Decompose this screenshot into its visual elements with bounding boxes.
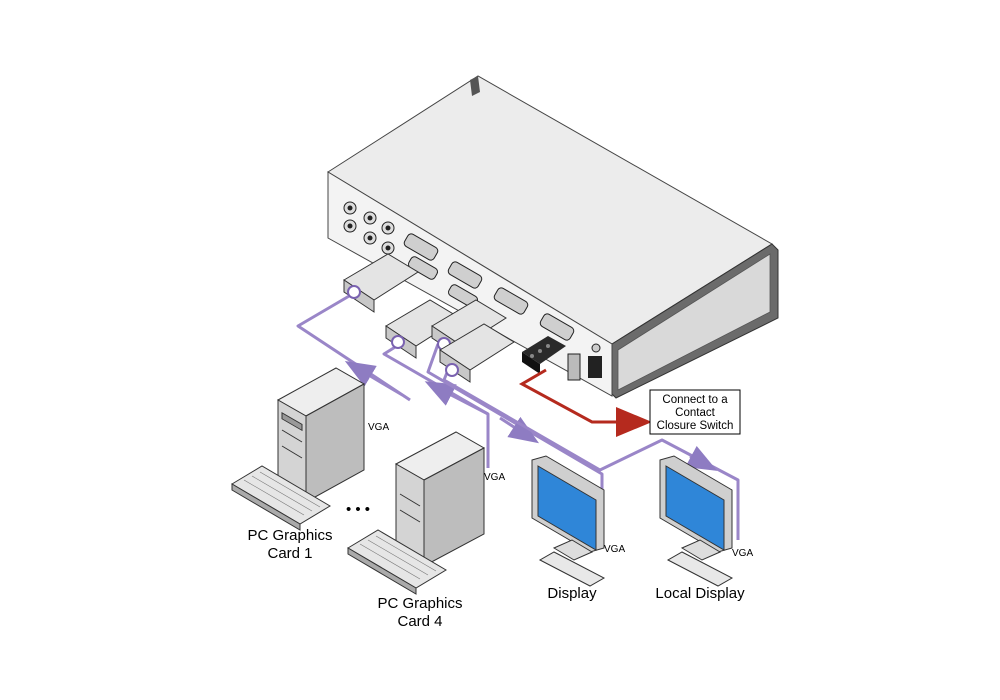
dip-switch-icon xyxy=(567,353,581,381)
vga-connector-icon xyxy=(343,253,515,383)
vga-label: VGA xyxy=(484,472,505,483)
keyboard-icon xyxy=(231,465,331,531)
callout-line-2: Contact xyxy=(675,407,715,419)
vga-label: VGA xyxy=(368,422,389,433)
contact-terminal-icon xyxy=(522,336,566,374)
pc4-label-line2: Card 4 xyxy=(397,613,442,630)
vga-ports xyxy=(403,233,575,341)
local-display-label: Local Display xyxy=(655,585,745,602)
display-label: Display xyxy=(547,585,597,602)
cable-local-display xyxy=(442,369,740,540)
crt-monitor-icon xyxy=(659,455,734,587)
audio-jacks xyxy=(343,201,395,255)
switcher-unit-icon xyxy=(327,75,779,399)
vga-label: VGA xyxy=(732,548,753,559)
tower-computer-icon xyxy=(394,431,486,567)
tower-computer-icon xyxy=(276,367,366,503)
pc1-label-line2: Card 1 xyxy=(267,545,312,562)
callout-line-3: Closure Switch xyxy=(657,420,734,432)
crt-monitor-icon xyxy=(531,455,606,587)
vga-label: VGA xyxy=(604,544,625,555)
pc4-label-line1: PC Graphics xyxy=(377,595,462,612)
ellipsis: • • • xyxy=(346,501,370,518)
cable-pc1 xyxy=(296,290,406,398)
keyboard-icon xyxy=(347,529,447,595)
callout-line-1: Connect to a xyxy=(662,394,728,406)
power-jack-icon xyxy=(588,356,602,378)
pc1-label-line1: PC Graphics xyxy=(247,527,332,544)
contact-wire xyxy=(518,368,652,437)
callout-box: Connect to a Contact Closure Switch xyxy=(649,389,741,435)
